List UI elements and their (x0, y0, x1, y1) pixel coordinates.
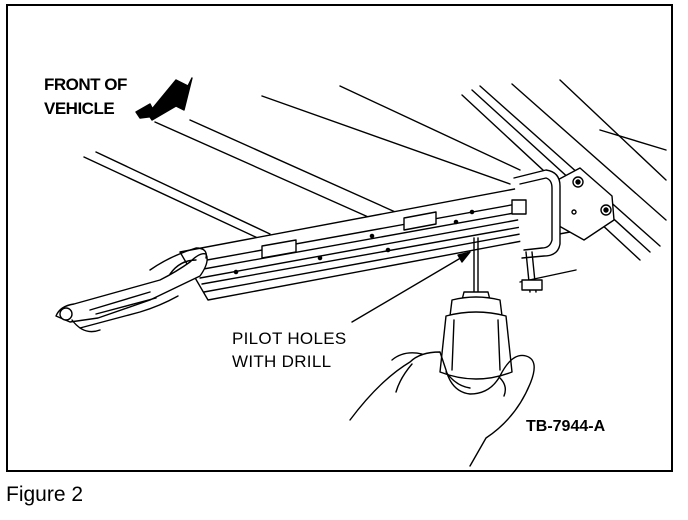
roof-panel-lines (83, 79, 667, 261)
pilot-hole-leader (351, 251, 471, 323)
pilot-holes-label-line2: WITH DRILL (232, 352, 332, 371)
front-of-vehicle-label-line1: FRONT OF (44, 75, 127, 94)
front-direction-arrow-icon (135, 77, 193, 121)
front-of-vehicle-label-line2: VEHICLE (44, 99, 115, 118)
locking-pliers (55, 247, 208, 333)
pilot-holes-label-line1: PILOT HOLES (232, 329, 347, 348)
end-bracket (549, 167, 615, 241)
part-code-label: TB-7944-A (526, 418, 606, 435)
figure-frame (6, 4, 673, 472)
c-clamp (511, 169, 577, 293)
figure-caption: Figure 2 (6, 483, 84, 506)
hand (349, 351, 535, 467)
drill (439, 237, 513, 380)
roof-rail (179, 187, 571, 301)
